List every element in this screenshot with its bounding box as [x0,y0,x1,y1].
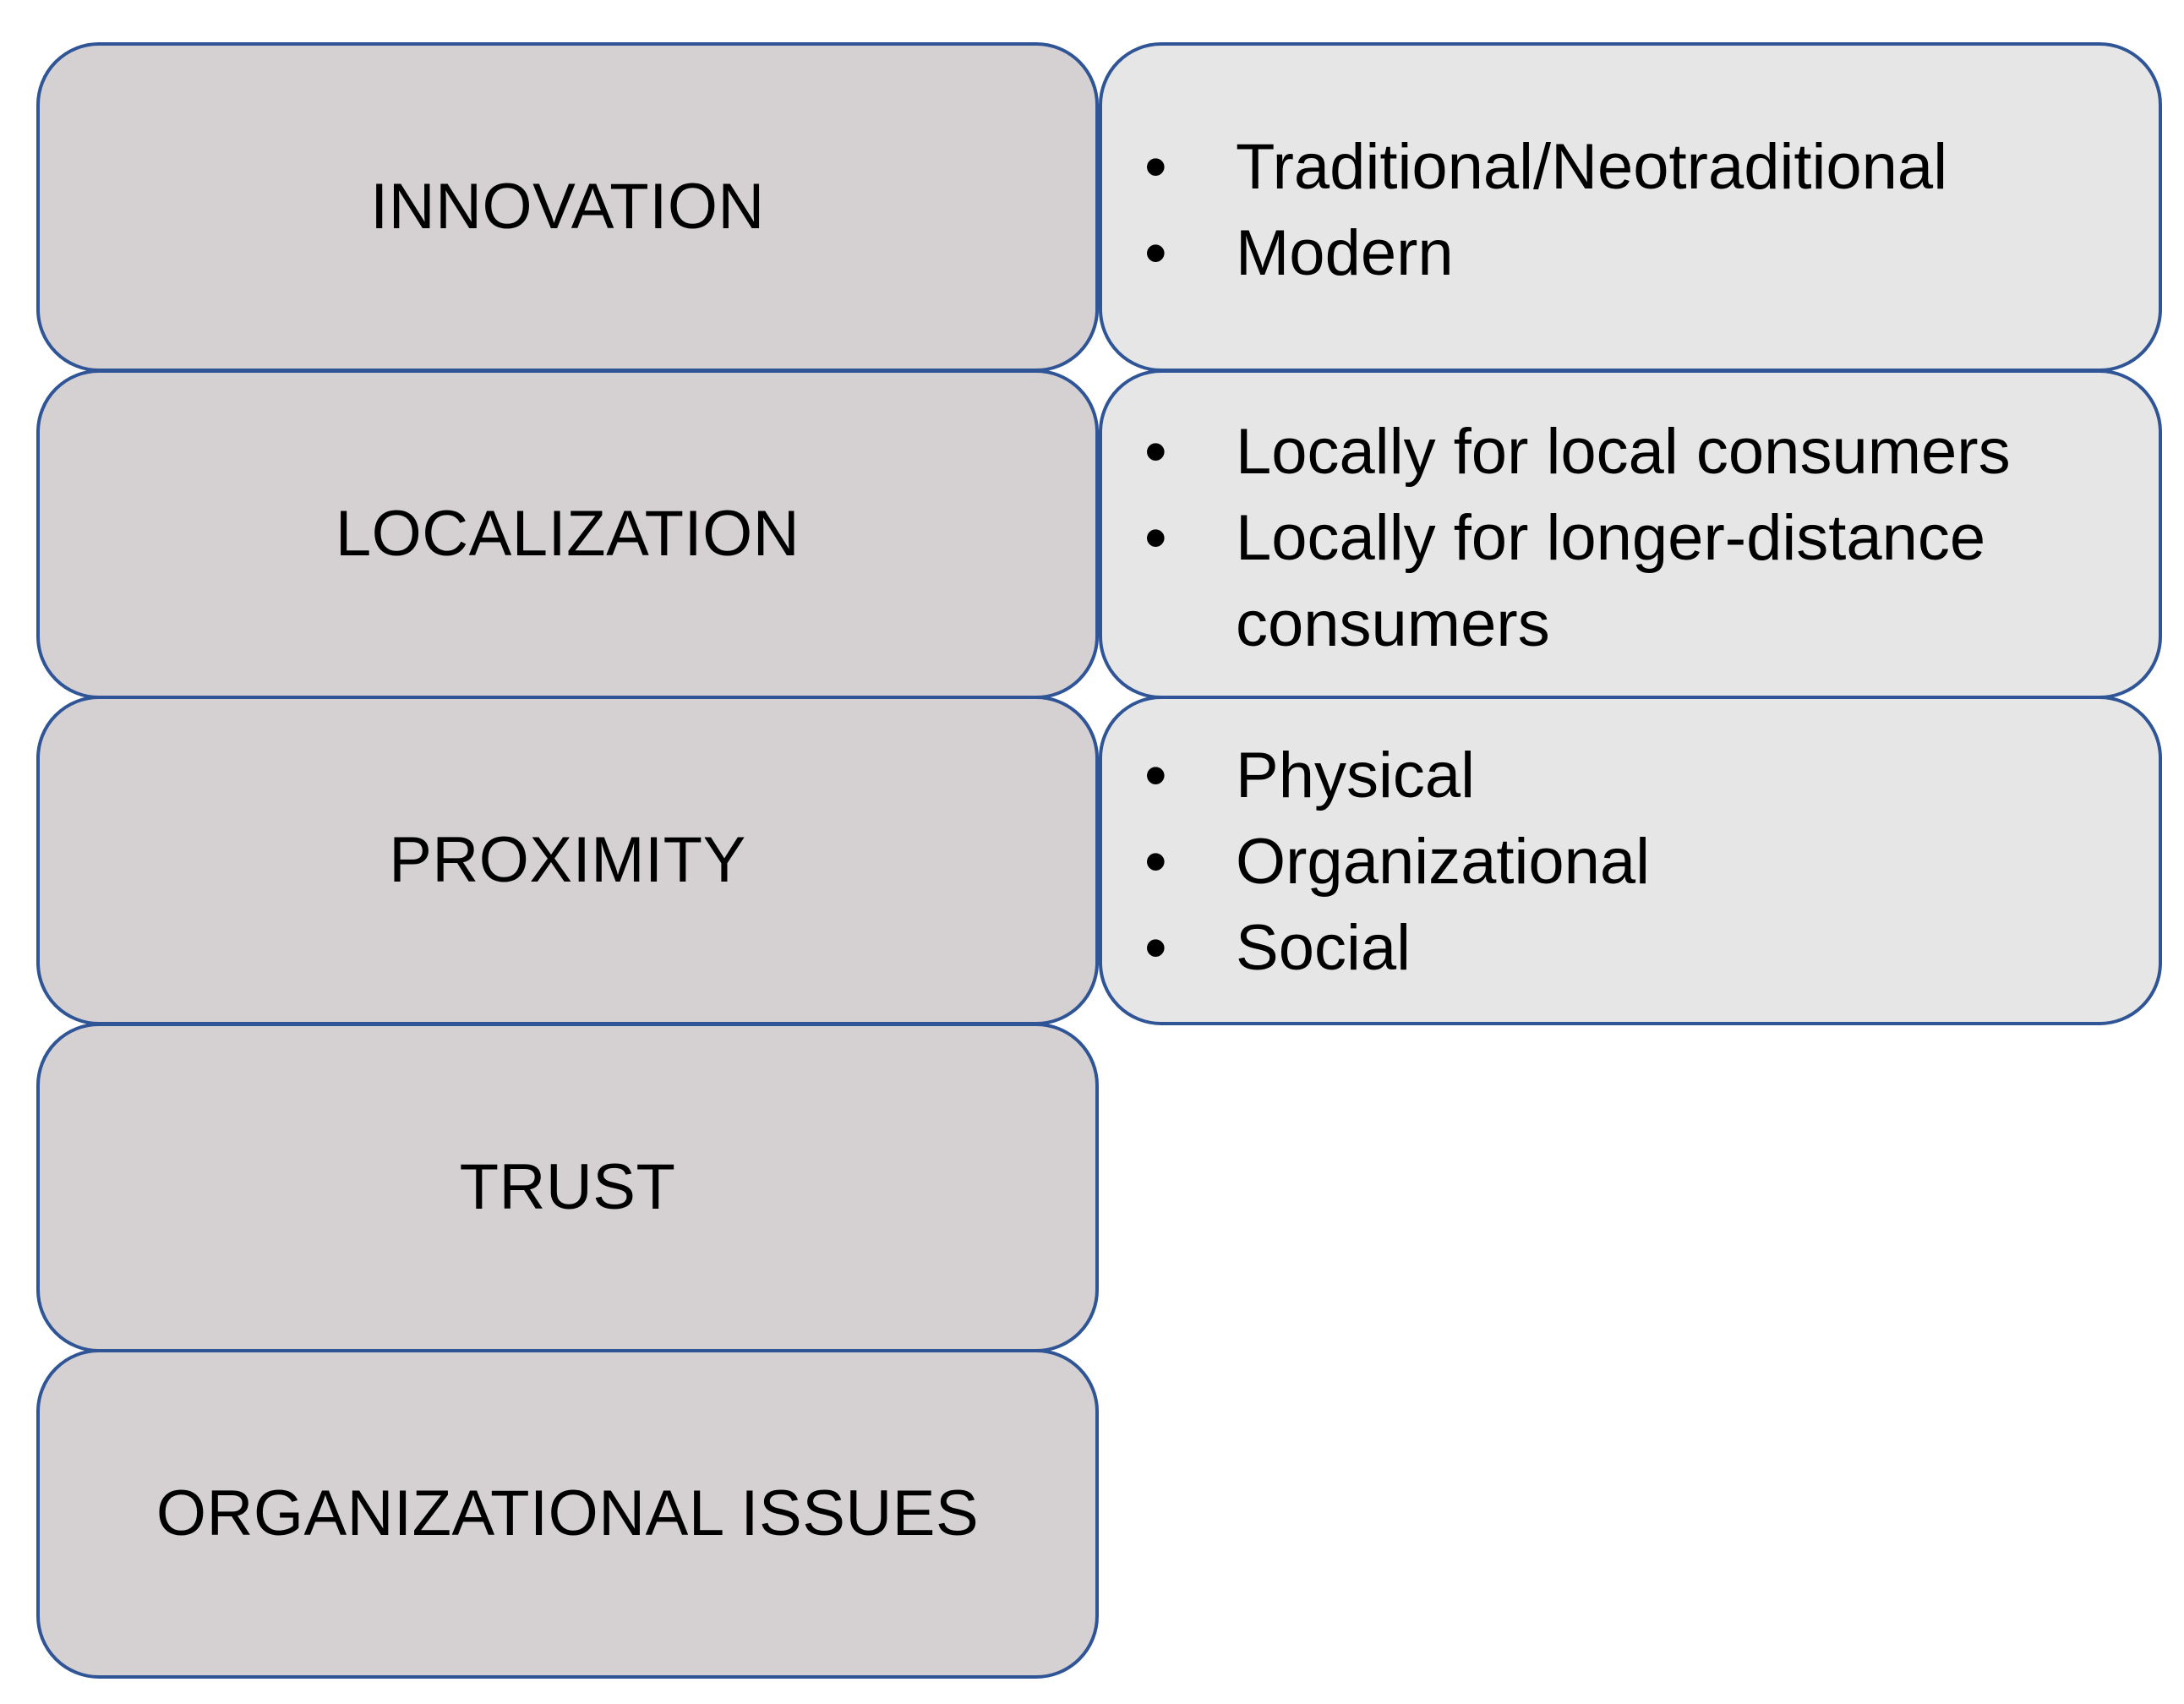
detail-item: Modern [1102,210,2125,297]
category-box-organizational-issues: ORGANIZATIONAL ISSUES [36,1349,1099,1679]
detail-list: Traditional/Neotraditional Modern [1102,124,2125,297]
detail-box-localization: Locally for local consumers Locally for … [1099,369,2162,699]
category-box-proximity: PROXIMITY [36,696,1099,1025]
category-label: LOCALIZATION [335,498,800,570]
category-label: TRUST [459,1151,676,1223]
detail-item: Physical [1102,733,2125,819]
category-label: PROXIMITY [389,824,746,896]
detail-item: Organizational [1102,819,2125,905]
category-label: ORGANIZATIONAL ISSUES [156,1477,980,1549]
detail-list: Physical Organizational Social [1102,733,2125,991]
detail-box-proximity: Physical Organizational Social [1099,696,2162,1025]
category-box-localization: LOCALIZATION [36,369,1099,699]
detail-list: Locally for local consumers Locally for … [1102,409,2015,668]
detail-box-innovation: Traditional/Neotraditional Modern [1099,42,2162,372]
detail-item: Traditional/Neotraditional [1102,124,2125,210]
detail-item: Locally for local consumers [1102,409,2015,495]
category-box-innovation: INNOVATION [36,42,1099,372]
category-box-trust: TRUST [36,1023,1099,1352]
category-label: INNOVATION [370,171,765,243]
detail-item: Social [1102,905,2125,991]
detail-item: Locally for longer-distance consumers [1102,495,2015,668]
